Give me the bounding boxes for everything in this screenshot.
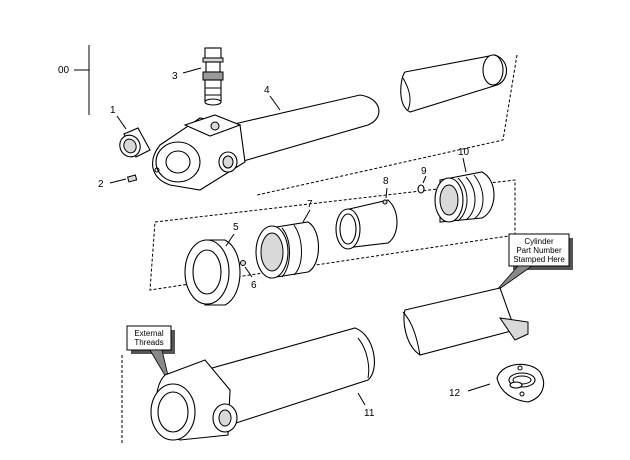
callout-cylinder-line-3: Stamped Here bbox=[513, 255, 565, 264]
cylinder-part-number-callout: Cylinder Part Number Stamped Here bbox=[494, 233, 573, 293]
label-gland: 5 bbox=[233, 222, 239, 233]
label-spacer: 8 bbox=[383, 176, 389, 187]
callout-threads-line-1: External bbox=[134, 329, 164, 338]
label-valve: 3 bbox=[172, 71, 178, 82]
piston-ring-part: 7 bbox=[255, 199, 319, 279]
label-piston-ring: 7 bbox=[307, 199, 313, 210]
gland-screw-part: 6 bbox=[240, 260, 257, 291]
seal-kit-part: 12 bbox=[449, 363, 545, 403]
valve-part: 3 bbox=[172, 47, 224, 106]
rod-part: 11 bbox=[150, 327, 375, 441]
piston-part: 10 bbox=[434, 147, 495, 223]
gland-part: 5 bbox=[184, 222, 241, 306]
label-assembly: 00 bbox=[58, 65, 70, 76]
label-wiper-pin: 9 bbox=[421, 166, 427, 177]
external-threads-callout: External Threads bbox=[126, 325, 175, 385]
bushing-part: 1 bbox=[110, 105, 151, 158]
assembly-bracket: 00 bbox=[58, 45, 90, 115]
label-rod: 11 bbox=[364, 408, 375, 419]
label-bushing: 1 bbox=[110, 105, 116, 116]
barrel-lower-section bbox=[402, 287, 529, 356]
wiper-pin-part: 9 bbox=[417, 166, 427, 194]
label-gland-screw: 6 bbox=[251, 280, 257, 291]
label-barrel: 4 bbox=[264, 85, 270, 96]
spacer-part: 8 bbox=[335, 176, 398, 250]
callout-cylinder-line-1: Cylinder bbox=[524, 237, 554, 246]
barrel-part: 4 bbox=[152, 85, 380, 191]
fitting-part: 2 bbox=[98, 174, 138, 190]
callout-cylinder-line-2: Part Number bbox=[516, 246, 562, 255]
label-piston: 10 bbox=[458, 147, 470, 158]
label-fitting: 2 bbox=[98, 179, 104, 190]
barrel-far-section bbox=[400, 54, 508, 113]
dashed-outline-upper bbox=[256, 54, 518, 196]
callout-threads-line-2: Threads bbox=[134, 338, 163, 347]
label-seal-kit: 12 bbox=[449, 388, 461, 399]
